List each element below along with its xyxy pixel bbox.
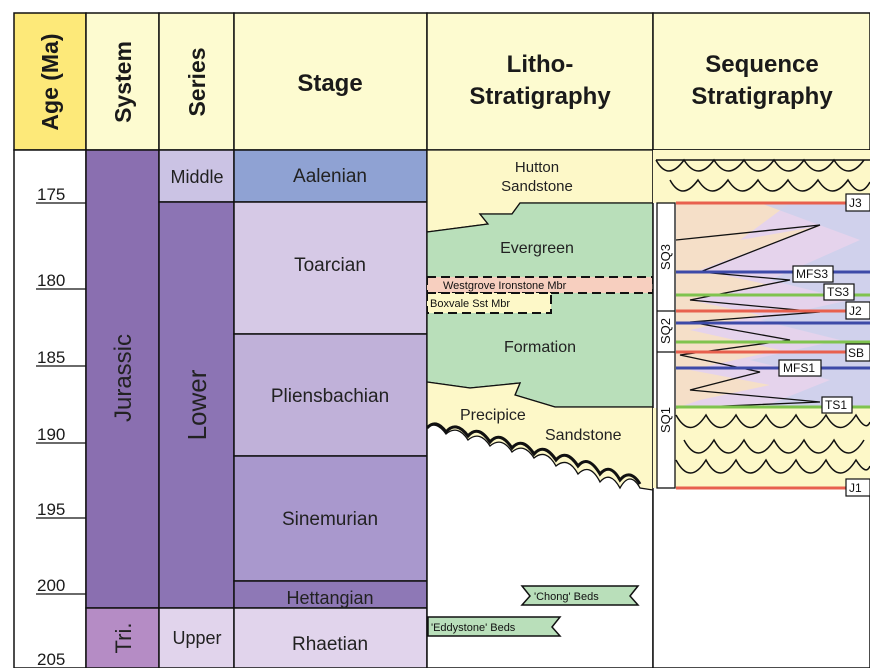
stage-rhaetian: Rhaetian xyxy=(292,634,368,655)
sq2-label: SQ2 xyxy=(658,318,673,344)
sq1-label: SQ1 xyxy=(658,407,673,433)
sq3-label: SQ3 xyxy=(658,244,673,270)
stage-sinemurian: Sinemurian xyxy=(282,509,378,530)
series-header: Series xyxy=(184,47,210,116)
litho-header-line2: Stratigraphy xyxy=(469,83,611,110)
age-tick-200: 200 xyxy=(37,576,65,595)
evergreen-label: Evergreen xyxy=(500,240,574,257)
stage-hettangian: Hettangian xyxy=(286,588,373,608)
mfs1-label: MFS1 xyxy=(783,361,815,375)
stage-toarcian: Toarcian xyxy=(294,255,366,276)
ts3-label: TS3 xyxy=(827,285,849,299)
stage-aalenian: Aalenian xyxy=(293,166,367,187)
litho-header-cell xyxy=(427,13,653,150)
stage-header: Stage xyxy=(297,70,362,97)
age-tick-195: 195 xyxy=(37,500,65,519)
j1-label: J1 xyxy=(849,481,862,495)
boxvale-label: Boxvale Sst Mbr xyxy=(430,298,510,310)
jurassic-label: Jurassic xyxy=(110,334,137,422)
age-tick-185: 185 xyxy=(37,348,65,367)
system-header: System xyxy=(110,41,136,123)
seq-header-line1: Sequence xyxy=(705,51,818,78)
mfs3-label: MFS3 xyxy=(796,267,828,281)
westgrove-label: Westgrove Ironstone Mbr xyxy=(443,280,567,292)
eddystone-beds-label: 'Eddystone' Beds xyxy=(431,622,516,634)
stage-pliensbachian: Pliensbachian xyxy=(271,386,389,407)
seq-header-line2: Stratigraphy xyxy=(691,83,833,110)
upper-series-label: Upper xyxy=(172,628,221,648)
hutton-label-2: Sandstone xyxy=(501,178,573,195)
middle-series-label: Middle xyxy=(170,167,223,187)
age-tick-205: 205 xyxy=(37,650,65,668)
precipice-label-1: Precipice xyxy=(460,407,526,424)
sequence-body xyxy=(653,150,870,488)
lower-series-label: Lower xyxy=(182,369,212,440)
chong-beds-label: 'Chong' Beds xyxy=(534,591,599,603)
precipice-label-2: Sandstone xyxy=(545,427,622,444)
upper-sandstone-fill xyxy=(653,150,870,203)
litho-header-line1: Litho- xyxy=(507,51,574,78)
age-header: Age (Ma) xyxy=(37,33,63,130)
sb-label: SB xyxy=(848,346,864,360)
hutton-label-1: Hutton xyxy=(515,159,559,176)
age-tick-190: 190 xyxy=(37,425,65,444)
formation-label: Formation xyxy=(504,339,576,356)
triassic-label: Tri. xyxy=(111,623,136,654)
j2-label: J2 xyxy=(849,304,862,318)
age-tick-180: 180 xyxy=(37,271,65,290)
sequence-header-cell xyxy=(653,13,870,150)
j3-label: J3 xyxy=(849,196,862,210)
age-tick-175: 175 xyxy=(37,185,65,204)
ts1-label: TS1 xyxy=(825,398,847,412)
